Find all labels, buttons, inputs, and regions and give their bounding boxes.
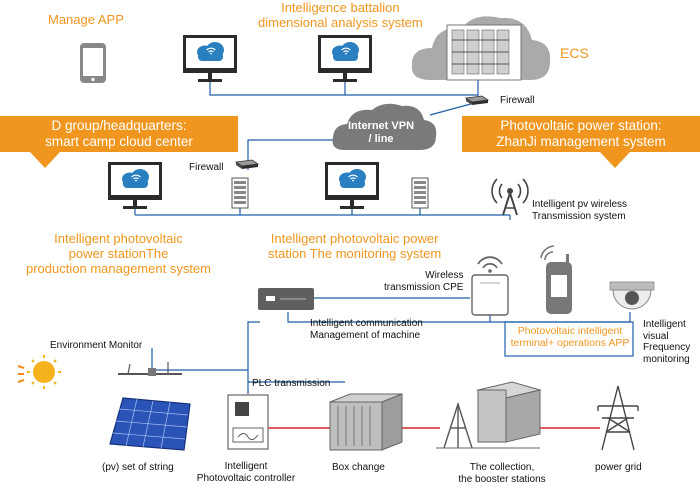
dome-camera-icon <box>609 281 655 310</box>
sun-icon <box>17 355 61 389</box>
phone-icon <box>80 43 106 83</box>
monitor-icon-2 <box>318 35 372 82</box>
internet-cloud-icon <box>332 103 437 150</box>
antenna-tower-icon <box>491 178 529 216</box>
pv-controller-label: Intelligent Photovoltaic controller <box>196 461 296 484</box>
firewall-mid-label: Firewall <box>189 162 224 173</box>
cpe-label: Wireless transmission CPE <box>384 270 464 293</box>
booster-label: The collection, the booster stations <box>458 462 546 485</box>
comm-machine-label: Intelligent communication Management of … <box>310 318 423 341</box>
cpe-device-icon <box>471 256 509 316</box>
firewall-top-icon <box>465 95 489 106</box>
power-grid-tower-icon <box>597 385 639 451</box>
manage-app-label: Manage APP <box>48 12 124 27</box>
wireless-system-label: Intelligent pv wireless Transmission sys… <box>532 199 628 222</box>
battalion-system-label: Intelligence battalion dimensional analy… <box>258 0 423 30</box>
internet-vpn-label: Internet VPN / line <box>348 120 415 145</box>
server-icon-2 <box>411 177 429 209</box>
ecs-cloud-icon <box>411 16 551 81</box>
pv-panel-icon <box>109 397 191 451</box>
monitoring-system-label: Intelligent photovoltaic power station T… <box>268 231 442 261</box>
power-grid-label: power grid <box>595 462 642 473</box>
network-lines <box>134 70 634 394</box>
box-change-label: Box change <box>332 462 385 473</box>
production-system-label: Intelligent photovoltaic power stationTh… <box>26 231 211 276</box>
monitor-icon-1 <box>183 35 237 82</box>
monitor-icon-4 <box>325 162 379 209</box>
terminal-app-label: Photovoltaic intelligent terminal+ opera… <box>510 325 630 350</box>
right-banner: Photovoltaic power station: ZhanJi manag… <box>462 116 700 152</box>
environment-monitor-icon <box>118 362 182 376</box>
booster-station-icon <box>436 381 542 449</box>
env-monitor-label: Environment Monitor <box>50 340 143 351</box>
left-banner-arrow <box>30 152 60 168</box>
firewall-mid-icon <box>235 159 259 170</box>
left-banner: D group/headquarters: smart camp cloud c… <box>0 116 238 152</box>
monitor-icon-3 <box>108 162 162 209</box>
pv-controller-icon <box>227 394 269 450</box>
right-banner-arrow <box>600 152 630 168</box>
plc-label: PLC transmission <box>252 378 331 389</box>
handheld-terminal-icon <box>540 245 572 314</box>
visual-monitoring-label: Intelligent visual Frequency monitoring <box>643 319 691 365</box>
box-transformer-icon <box>329 393 403 451</box>
server-icon-1 <box>231 177 249 209</box>
comm-machine-icon <box>258 288 314 310</box>
pv-string-label: (pv) set of string <box>102 462 174 473</box>
firewall-top-label: Firewall <box>500 95 535 106</box>
ecs-label: ECS <box>560 45 589 61</box>
